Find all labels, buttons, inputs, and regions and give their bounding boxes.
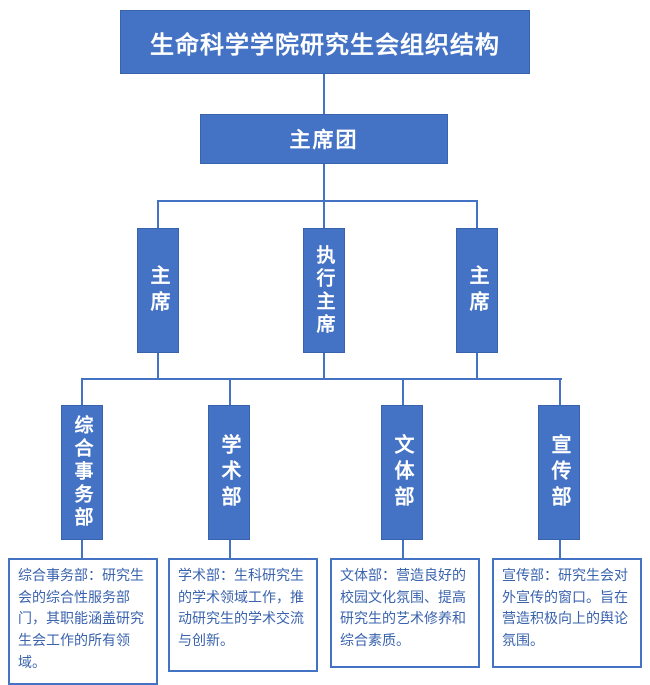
org-title: 生命科学学院研究生会组织结构 xyxy=(150,31,500,59)
connector-publicity-desc xyxy=(559,540,561,558)
connector-title-presidium xyxy=(323,74,325,114)
dept-academic-label: 学术部 xyxy=(218,433,240,512)
chairman-left-box: 主席 xyxy=(137,228,179,353)
general-affairs-description: 综合事务部：研究生会的综合性服务部门，其职能涵盖研究生会工作的所有领域。 xyxy=(18,567,144,670)
connector-drop-executive-chairman xyxy=(323,200,325,228)
publicity-description: 宣传部：研究生会对外宣传的窗口。旨在营造积极向上的舆论氛围。 xyxy=(502,567,628,649)
org-title-box: 生命科学学院研究生会组织结构 xyxy=(120,10,530,74)
dept-academic-box: 学术部 xyxy=(208,405,250,540)
connector-chairman-right-down xyxy=(476,353,478,378)
connector-presidium-down xyxy=(323,164,325,200)
chairman-right-label: 主席 xyxy=(466,264,488,317)
connector-drop-general-affairs xyxy=(81,378,83,405)
connector-general-affairs-desc xyxy=(81,540,83,558)
publicity-description-box: 宣传部：研究生会对外宣传的窗口。旨在营造积极向上的舆论氛围。 xyxy=(492,558,642,668)
connector-drop-publicity xyxy=(559,378,561,405)
general-affairs-description-box: 综合事务部：研究生会的综合性服务部门，其职能涵盖研究生会工作的所有领域。 xyxy=(8,558,158,685)
connector-drop-culture-sports xyxy=(402,378,404,405)
dept-culture-sports-label: 文体部 xyxy=(391,433,413,512)
connector-drop-chairman-left xyxy=(157,200,159,228)
executive-chairman-box: 执行主席 xyxy=(303,228,345,353)
academic-description-box: 学术部：生科研究生的学术领域工作，推动研究生的学术交流与创新。 xyxy=(168,558,318,672)
connector-level4-bus xyxy=(81,378,562,380)
chairman-left-label: 主席 xyxy=(147,264,169,317)
connector-level3-bus xyxy=(157,200,478,202)
chairman-right-box: 主席 xyxy=(456,228,498,353)
connector-culture-sports-desc xyxy=(402,540,404,558)
dept-publicity-label: 宣传部 xyxy=(548,433,570,512)
dept-culture-sports-box: 文体部 xyxy=(381,405,423,540)
connector-drop-academic xyxy=(229,378,231,405)
academic-description: 学术部：生科研究生的学术领域工作，推动研究生的学术交流与创新。 xyxy=(178,567,304,649)
culture-sports-description-box: 文体部：营造良好的校园文化氛围、提高研究生的艺术修养和综合素质。 xyxy=(330,558,480,668)
connector-drop-chairman-right xyxy=(476,200,478,228)
presidium-box: 主席团 xyxy=(200,114,448,164)
dept-general-affairs-box: 综合事务部 xyxy=(61,405,103,540)
dept-publicity-box: 宣传部 xyxy=(538,405,580,540)
presidium-label: 主席团 xyxy=(289,129,359,152)
dept-general-affairs-label: 综合事务部 xyxy=(71,415,93,530)
culture-sports-description: 文体部：营造良好的校园文化氛围、提高研究生的艺术修养和综合素质。 xyxy=(340,567,466,649)
executive-chairman-label: 执行主席 xyxy=(313,244,335,337)
connector-chairman-left-down xyxy=(157,353,159,378)
connector-academic-desc xyxy=(229,540,231,558)
connector-executive-chairman-down xyxy=(323,353,325,378)
